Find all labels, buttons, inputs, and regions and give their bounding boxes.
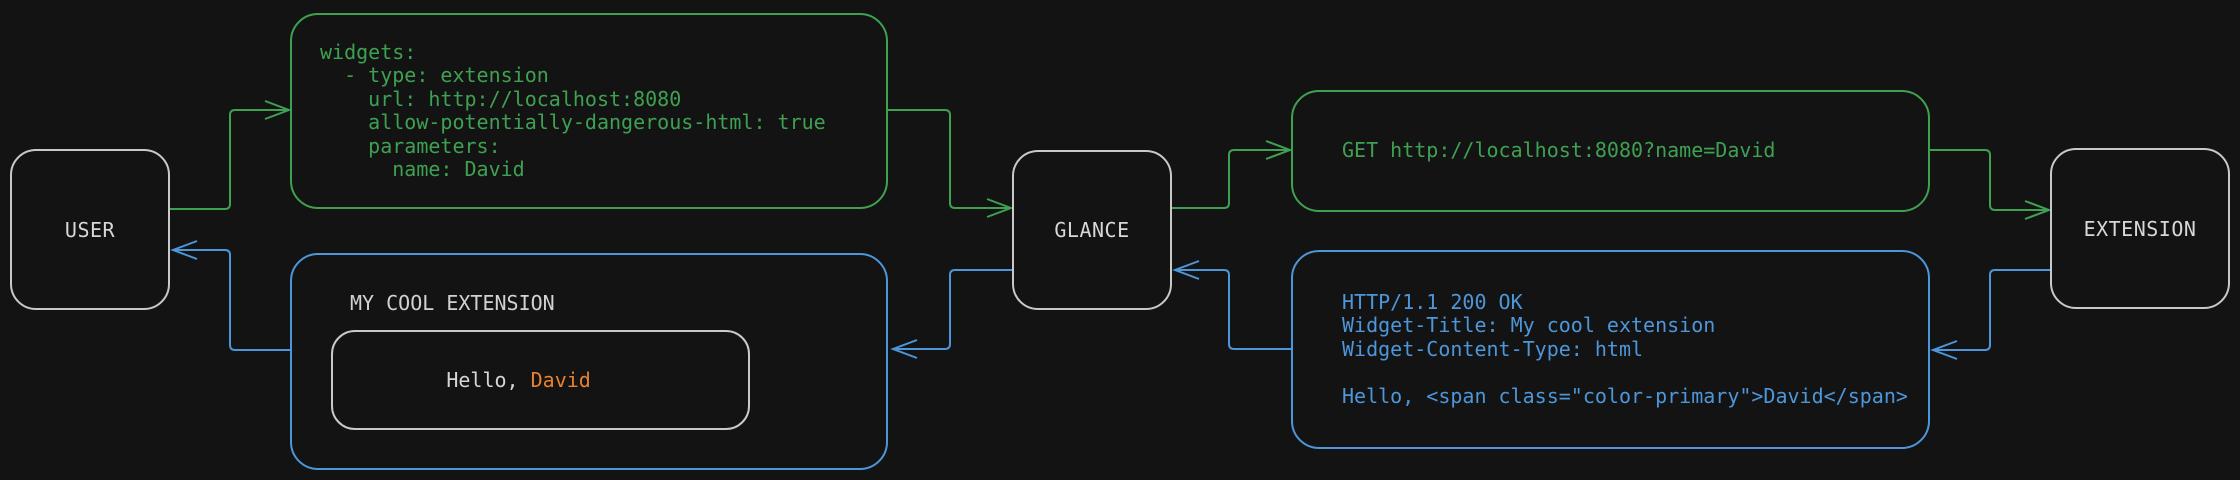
arrow-request-to-extension xyxy=(1930,149,2052,220)
arrow-widget-to-user xyxy=(170,240,290,351)
user-node-label: USER xyxy=(64,217,116,242)
glance-node: GLANCE xyxy=(1012,150,1172,310)
http-request-box: GET http://localhost:8080?name=David xyxy=(1291,90,1930,212)
yaml-line: allow-potentially-dangerous-html: true xyxy=(320,110,826,134)
glance-node-label: GLANCE xyxy=(1054,218,1130,242)
user-node: USER xyxy=(10,149,170,310)
arrow-user-to-config xyxy=(170,100,292,210)
yaml-config-box: widgets: - type: extension url: http://l… xyxy=(290,13,888,209)
arrow-response-to-glance xyxy=(1172,260,1291,350)
http-response-line: Widget-Title: My cool extension xyxy=(1342,313,1716,338)
widget-preview-title: MY COOL EXTENSION xyxy=(350,291,555,315)
yaml-line: parameters: xyxy=(320,133,501,158)
extension-node: EXTENSION xyxy=(2050,148,2230,309)
http-request-line: GET http://localhost:8080?name=David xyxy=(1342,138,1776,163)
yaml-line: name: David xyxy=(320,157,525,181)
arrow-extension-to-response xyxy=(1930,269,2050,360)
arrow-glance-to-widget xyxy=(890,269,1012,359)
arrow-config-to-glance xyxy=(888,109,1014,218)
widget-greeting-box: Hello, David xyxy=(331,330,750,430)
extension-node-label: EXTENSION xyxy=(2083,216,2197,241)
widget-greeting-text: Hello, David xyxy=(333,344,591,416)
yaml-line: - type: extension xyxy=(320,63,549,87)
widget-preview-box: MY COOL EXTENSION Hello, David xyxy=(290,253,888,470)
http-response-line xyxy=(1342,361,1928,385)
yaml-line: widgets: xyxy=(320,39,417,64)
arrow-glance-to-request xyxy=(1172,140,1293,209)
greeting-name: David xyxy=(530,368,591,392)
http-response-line: Widget-Content-Type: html xyxy=(1342,336,1644,361)
yaml-line: url: http://localhost:8080 xyxy=(320,86,682,111)
http-response-line: Hello, <span class="color-primary">David… xyxy=(1342,383,1908,408)
http-response-line: HTTP/1.1 200 OK xyxy=(1342,289,1523,314)
greeting-prefix: Hello, xyxy=(446,368,531,392)
http-response-box: HTTP/1.1 200 OK Widget-Title: My cool ex… xyxy=(1291,250,1930,449)
